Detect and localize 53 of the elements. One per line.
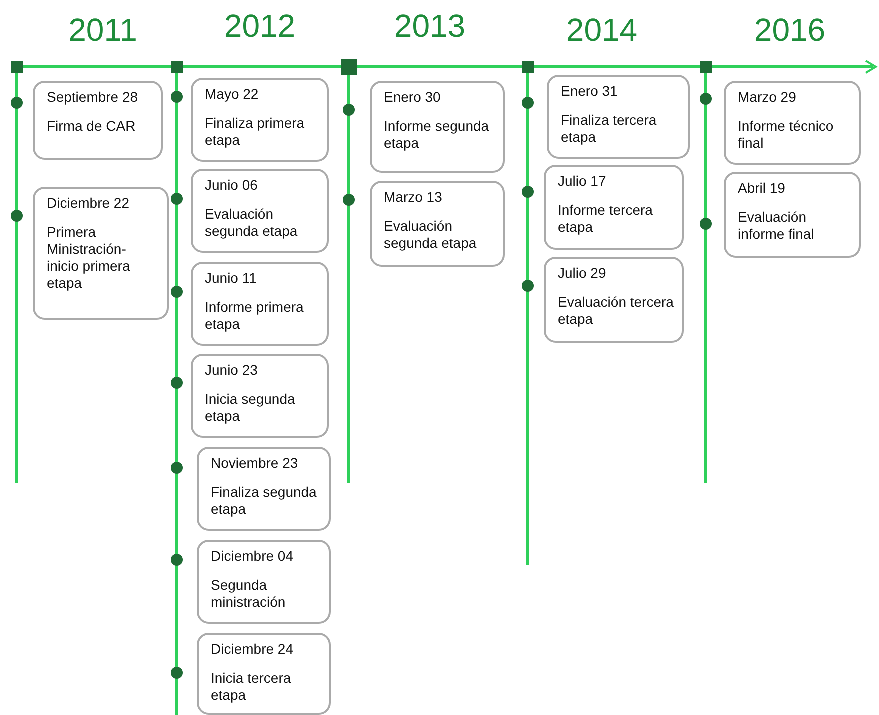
event-date: Diciembre 04 xyxy=(211,548,294,565)
event-date: Enero 31 xyxy=(561,83,619,100)
event-description: Finaliza segunda etapa xyxy=(211,484,318,518)
event-card xyxy=(191,169,329,253)
event-description: Inicia tercera etapa xyxy=(211,670,292,704)
event-date: Julio 29 xyxy=(558,265,608,282)
year-label: 2012 xyxy=(224,8,296,45)
event-card xyxy=(370,81,505,173)
event-card xyxy=(544,165,684,250)
event-description: Informe tercera etapa xyxy=(558,202,654,236)
event-description: Primera Ministración- inicio primera etapa xyxy=(47,224,132,292)
event-card xyxy=(191,78,329,162)
year-label: 2014 xyxy=(566,12,638,49)
event-card xyxy=(33,187,169,320)
event-date: Noviembre 23 xyxy=(211,455,300,472)
event-description: Informe segunda etapa xyxy=(384,118,490,152)
event-description: Firma de CAR xyxy=(47,118,137,135)
event-card xyxy=(33,81,163,160)
event-description: Inicia segunda etapa xyxy=(205,391,296,425)
event-card xyxy=(197,540,331,624)
event-date: Enero 30 xyxy=(384,89,442,106)
event-card xyxy=(197,447,331,531)
event-date: Junio 06 xyxy=(205,177,259,194)
event-card xyxy=(724,81,861,165)
event-card xyxy=(197,633,331,715)
event-date: Marzo 13 xyxy=(384,189,444,206)
event-description: Finaliza primera etapa xyxy=(205,115,306,149)
event-description: Finaliza tercera etapa xyxy=(561,112,658,146)
year-label: 2013 xyxy=(394,8,466,45)
year-label: 2016 xyxy=(754,12,826,49)
event-description: Evaluación tercera etapa xyxy=(558,294,674,328)
event-date: Abril 19 xyxy=(738,180,786,197)
event-date: Junio 23 xyxy=(205,362,259,379)
event-date: Mayo 22 xyxy=(205,86,260,103)
event-card xyxy=(547,75,690,159)
year-label: 2011 xyxy=(68,12,138,49)
event-date: Septiembre 28 xyxy=(47,89,140,106)
event-card xyxy=(724,172,861,258)
event-description: Informe primera etapa xyxy=(205,299,305,333)
event-description: Evaluación segunda etapa xyxy=(205,206,299,240)
event-description: Segunda ministración xyxy=(211,577,287,611)
event-date: Julio 17 xyxy=(558,173,608,190)
event-description: Evaluación segunda etapa xyxy=(384,218,478,252)
event-card xyxy=(191,354,329,438)
event-description: Evaluación informe final xyxy=(738,209,816,243)
event-card xyxy=(370,181,505,267)
event-date: Junio 11 xyxy=(205,270,258,287)
event-description: Informe técnico final xyxy=(738,118,835,152)
event-date: Diciembre 22 xyxy=(47,195,130,212)
event-date: Marzo 29 xyxy=(738,89,798,106)
event-card xyxy=(191,262,329,346)
event-date: Diciembre 24 xyxy=(211,641,294,658)
event-card xyxy=(544,257,684,343)
